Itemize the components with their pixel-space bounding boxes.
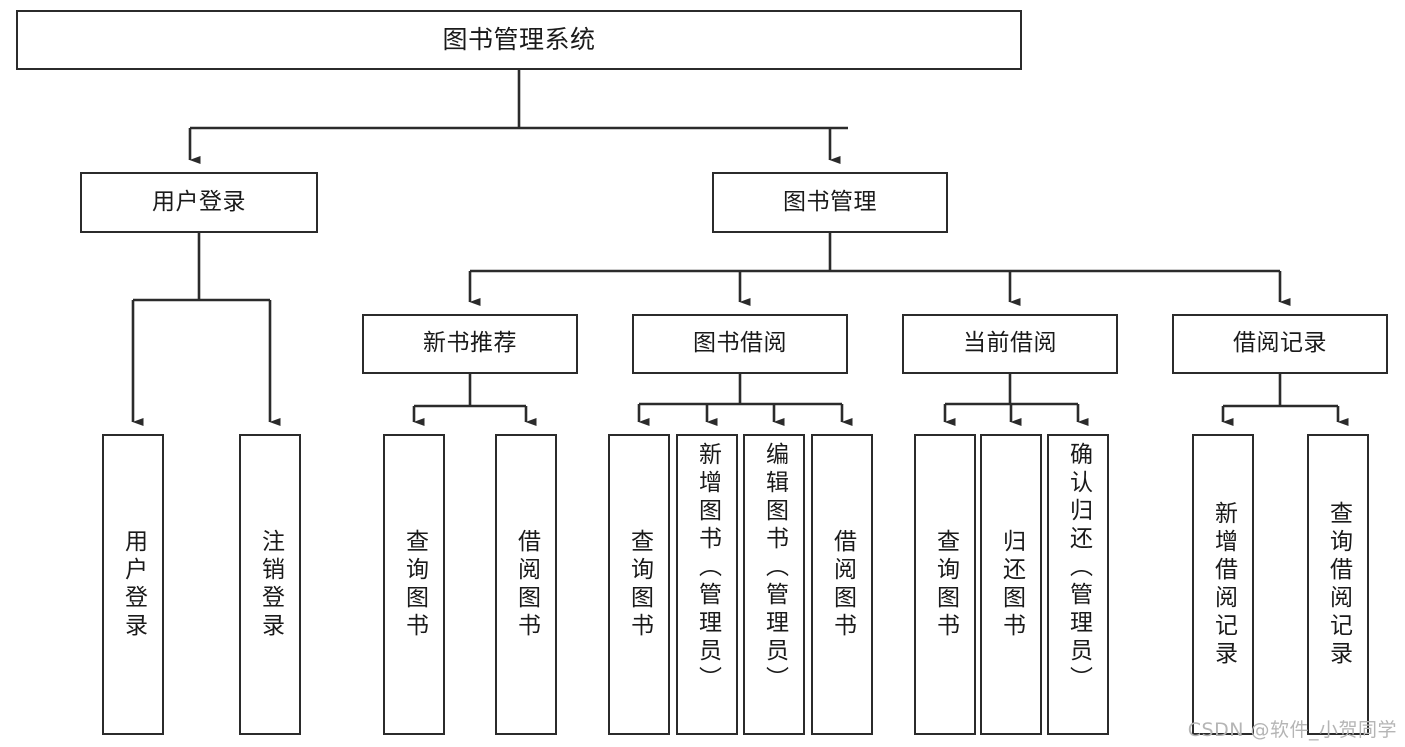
node-user-login[interactable]: 用户登录 [80, 172, 318, 233]
node-label: 借阅图书 [829, 528, 856, 641]
leaf-current-borrow-return[interactable]: 归还图书 [980, 434, 1042, 735]
node-label: 编辑图书（管理员） [761, 442, 788, 694]
node-book-management[interactable]: 图书管理 [712, 172, 948, 233]
leaf-current-borrow-query[interactable]: 查询图书 [914, 434, 976, 735]
leaf-book-borrow-lend[interactable]: 借阅图书 [811, 434, 873, 735]
node-label: 查询图书 [932, 528, 959, 641]
node-label: 归还图书 [998, 528, 1025, 641]
leaf-new-book-borrow[interactable]: 借阅图书 [495, 434, 557, 735]
node-borrow-record[interactable]: 借阅记录 [1172, 314, 1388, 374]
node-label: 图书管理系统 [442, 25, 596, 55]
leaf-record-add[interactable]: 新增借阅记录 [1192, 434, 1254, 735]
node-book-borrow[interactable]: 图书借阅 [632, 314, 848, 374]
leaf-user-login-signin[interactable]: 用户登录 [102, 434, 164, 735]
csdn-watermark: CSDN @软件_小贺同学 [1187, 719, 1397, 741]
node-label: 查询图书 [626, 528, 653, 641]
node-label: 确认归还（管理员） [1065, 442, 1092, 694]
node-label: 新增借阅记录 [1210, 500, 1237, 669]
leaf-book-borrow-add[interactable]: 新增图书（管理员） [676, 434, 738, 735]
leaf-new-book-query[interactable]: 查询图书 [383, 434, 445, 735]
node-current-borrow[interactable]: 当前借阅 [902, 314, 1118, 374]
leaf-record-query[interactable]: 查询借阅记录 [1307, 434, 1369, 735]
leaf-book-borrow-edit[interactable]: 编辑图书（管理员） [743, 434, 805, 735]
node-new-book-recommend[interactable]: 新书推荐 [362, 314, 578, 374]
node-label: 图书管理 [783, 188, 877, 215]
node-label: 图书借阅 [693, 330, 787, 357]
leaf-book-borrow-query[interactable]: 查询图书 [608, 434, 670, 735]
node-label: 新增图书（管理员） [694, 442, 721, 694]
leaf-current-borrow-confirm[interactable]: 确认归还（管理员） [1047, 434, 1109, 735]
leaf-user-login-signout[interactable]: 注销登录 [239, 434, 301, 735]
node-label: 当前借阅 [963, 330, 1057, 357]
node-label: 用户登录 [120, 528, 147, 641]
node-label: 借阅记录 [1233, 330, 1327, 357]
node-label: 注销登录 [257, 528, 284, 641]
node-label: 查询借阅记录 [1325, 500, 1352, 669]
node-label: 新书推荐 [423, 330, 517, 357]
node-label: 用户登录 [152, 188, 246, 215]
node-root-system[interactable]: 图书管理系统 [16, 10, 1022, 70]
node-label: 借阅图书 [513, 528, 540, 641]
node-label: 查询图书 [401, 528, 428, 641]
